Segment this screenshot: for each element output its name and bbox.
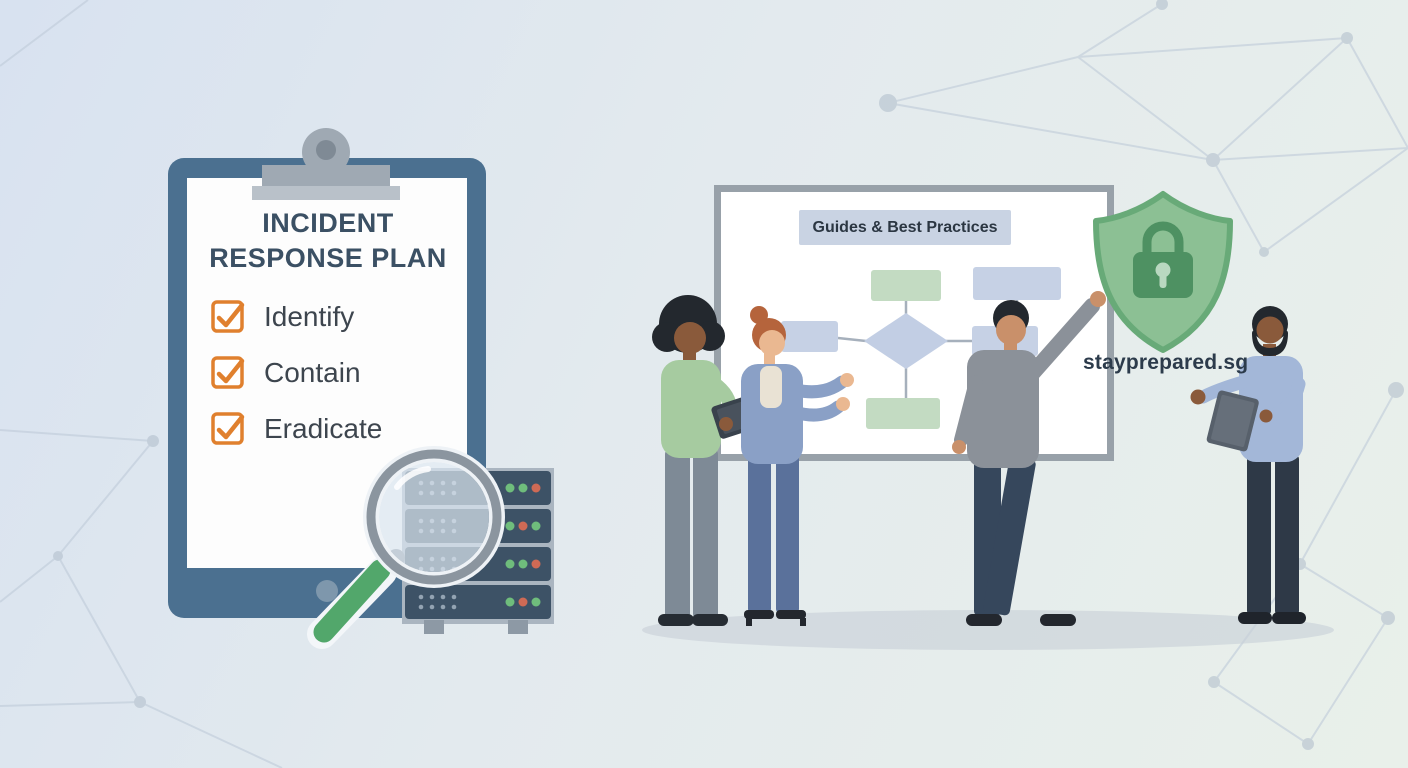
flowchart-diamond	[864, 313, 948, 369]
flowchart-box-blue	[781, 321, 838, 352]
clipboard-title-line2: RESPONSE PLAN	[209, 243, 447, 273]
checklist-item: Eradicate	[211, 412, 382, 445]
incident-checklist: Identify Contain Eradicate	[211, 300, 382, 445]
whiteboard-label: Guides & Best Practices	[799, 210, 1011, 245]
checked-checkbox-icon	[211, 300, 245, 333]
magnifier-handle	[313, 559, 391, 643]
checklist-label: Eradicate	[264, 412, 383, 444]
checklist-label: Contain	[264, 356, 361, 388]
checklist-item: Contain	[211, 356, 382, 389]
clipboard-title-line1: INCIDENT	[262, 208, 394, 238]
person-man-pointing	[952, 291, 1106, 626]
ground-shadow	[642, 610, 1334, 650]
checked-checkbox-icon	[211, 356, 245, 389]
magnifier-icon	[307, 446, 505, 649]
network-nodes	[53, 0, 1404, 750]
checklist-label: Identify	[264, 300, 355, 332]
lock-icon	[1133, 221, 1193, 298]
shield-lock-icon	[1093, 191, 1233, 353]
person-man-tablet	[1190, 306, 1306, 624]
flowchart-box-green	[866, 398, 940, 429]
branding-text: stayprepared.sg	[1083, 351, 1249, 374]
checklist-item: Identify	[211, 300, 382, 333]
flowchart-diagram	[781, 267, 1061, 429]
person-woman-gesturing	[741, 306, 854, 626]
tablet-icon	[1206, 390, 1259, 452]
clipboard-button	[316, 580, 338, 602]
flowchart-box-green	[871, 270, 941, 301]
checked-checkbox-icon	[211, 412, 245, 445]
server-unit	[405, 585, 551, 619]
flowchart-box-blue	[973, 267, 1061, 300]
clipboard-title: INCIDENT RESPONSE PLAN	[189, 206, 467, 276]
clipboard-clip-icon	[252, 128, 400, 200]
